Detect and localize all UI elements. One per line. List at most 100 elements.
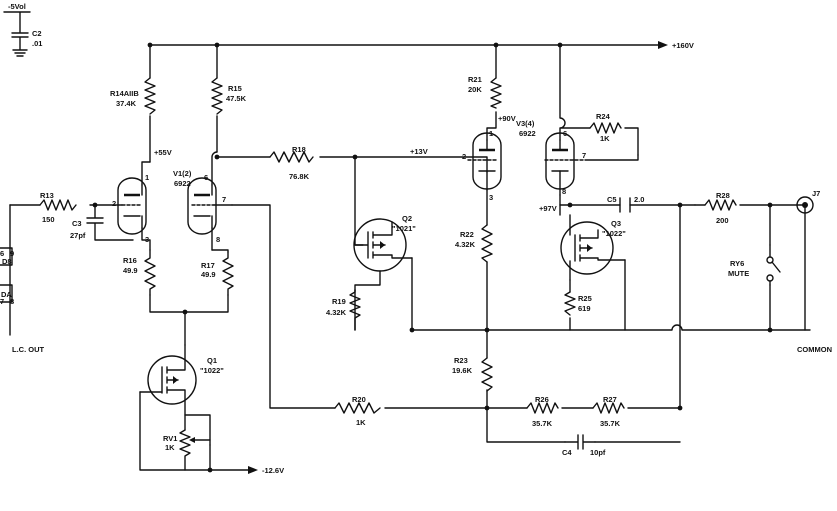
resistor-r21 (490, 77, 502, 109)
wires (3, 11, 811, 471)
resistor-r17 (222, 251, 234, 296)
resistor-r20 (334, 402, 381, 414)
q1-val: "1022" (200, 366, 224, 375)
junction-dots (92, 42, 773, 473)
pin-label: 3 (489, 193, 493, 202)
r22-ref: R22 (460, 230, 474, 239)
r23-ref: R23 (454, 356, 468, 365)
net-90v-label: +90V (498, 114, 516, 123)
jack-label: J7 (812, 189, 820, 198)
resistor-r24 (589, 122, 622, 134)
r20-ref: R20 (352, 395, 366, 404)
v1-val: 6922 (174, 179, 191, 188)
pin-label: 1 (145, 173, 149, 182)
q2-ref: Q2 (402, 214, 412, 223)
r26-val: 35.7K (532, 419, 553, 428)
potentiometer-rv1 (179, 429, 211, 471)
v3-val: 6922 (519, 129, 536, 138)
r25-ref: R25 (578, 294, 592, 303)
tube-v1 (117, 177, 233, 235)
net-97v-label: +97V (539, 204, 557, 213)
jack-j7-icon (796, 196, 814, 214)
v3-ref: V3(4) (516, 119, 535, 128)
r21-val: 20K (468, 85, 482, 94)
r19-val: 4.32K (326, 308, 347, 317)
r27-ref: R27 (603, 395, 617, 404)
common-label: COMMON (797, 345, 832, 354)
pin-label: 3 (145, 235, 149, 244)
resistor-r13 (39, 199, 77, 211)
r17-val: 49.9 (201, 270, 216, 279)
r14-val: 37.4K (116, 99, 137, 108)
r15-val: 47.5K (226, 94, 247, 103)
relay-ry6 (766, 244, 781, 286)
c4-ref: C4 (562, 448, 572, 457)
pin-label: 1 (489, 129, 493, 138)
tube-v3 (467, 132, 639, 196)
mosfet-q3 (560, 214, 626, 281)
resistor-r14 (144, 77, 156, 115)
pin-label: 8 (216, 235, 220, 244)
pin-label: 2 (112, 199, 116, 208)
resistor-r26 (526, 402, 559, 414)
edge-label: 6 (0, 249, 4, 258)
ry6-ref: RY6 (730, 259, 744, 268)
neg-top-label: -5Vol (8, 2, 26, 11)
c2-val: .01 (32, 39, 42, 48)
c5-ref: C5 (607, 195, 617, 204)
pin-label: 8 (562, 187, 566, 196)
r14-ref: R14AIIB (110, 89, 139, 98)
pin-label: 7 (222, 195, 226, 204)
q3-ref: Q3 (611, 219, 621, 228)
resistors (39, 77, 737, 414)
q2-val: "1021" (392, 224, 416, 233)
q3-val: "1022" (602, 229, 626, 238)
c5-val: 2.0 (634, 195, 644, 204)
r19-ref: R19 (332, 297, 346, 306)
r23-val: 19.6K (452, 366, 473, 375)
capacitors (564, 197, 631, 450)
edge-label: 9 (10, 249, 14, 258)
r27-val: 35.7K (600, 419, 621, 428)
rv1-ref: RV1 (163, 434, 177, 443)
r13-val: 150 (42, 215, 55, 224)
edge-label: D8 (2, 257, 12, 266)
mosfet-q2 (353, 218, 413, 291)
neg-supply-arrow-icon (248, 466, 258, 474)
resistor-r16 (144, 249, 156, 296)
pin-label: 2 (462, 152, 466, 161)
r17-ref: R17 (201, 261, 215, 270)
edge-label: DA (1, 290, 12, 299)
ry6-val: MUTE (728, 269, 749, 278)
resistor-r28 (704, 199, 737, 211)
r24-val: 1K (600, 134, 610, 143)
r16-ref: R16 (123, 256, 137, 265)
v1-ref: V1(2) (173, 169, 192, 178)
r28-val: 200 (716, 216, 729, 225)
r28-ref: R28 (716, 191, 730, 200)
r24-ref: R24 (596, 112, 611, 121)
r26-ref: R26 (535, 395, 549, 404)
edge-label: 8 (10, 297, 14, 306)
r18-val: 76.8K (289, 172, 310, 181)
net-55v-label: +55V (154, 148, 172, 157)
resistor-r27 (592, 402, 625, 414)
edge-label: 7 (0, 297, 4, 306)
top-supply-label: +160V (672, 41, 694, 50)
labels: -5Vol +160V -12.6V +55V +13V +90V +97V L… (0, 2, 832, 475)
r18-ref: R18 (292, 145, 306, 154)
r13-ref: R13 (40, 191, 54, 200)
resistor-r15 (211, 77, 223, 115)
r25-val: 619 (578, 304, 591, 313)
resistor-r23 (481, 357, 493, 392)
r16-val: 49.9 (123, 266, 138, 275)
supply-arrow-icon (658, 41, 668, 49)
c3-val: 27pf (70, 231, 86, 240)
r21-ref: R21 (468, 75, 482, 84)
c2-ref: C2 (32, 29, 42, 38)
pin-label: 7 (582, 151, 586, 160)
net-13v-label: +13V (410, 147, 428, 156)
pin-label: 6 (563, 129, 567, 138)
input-connector-icon (0, 247, 13, 303)
